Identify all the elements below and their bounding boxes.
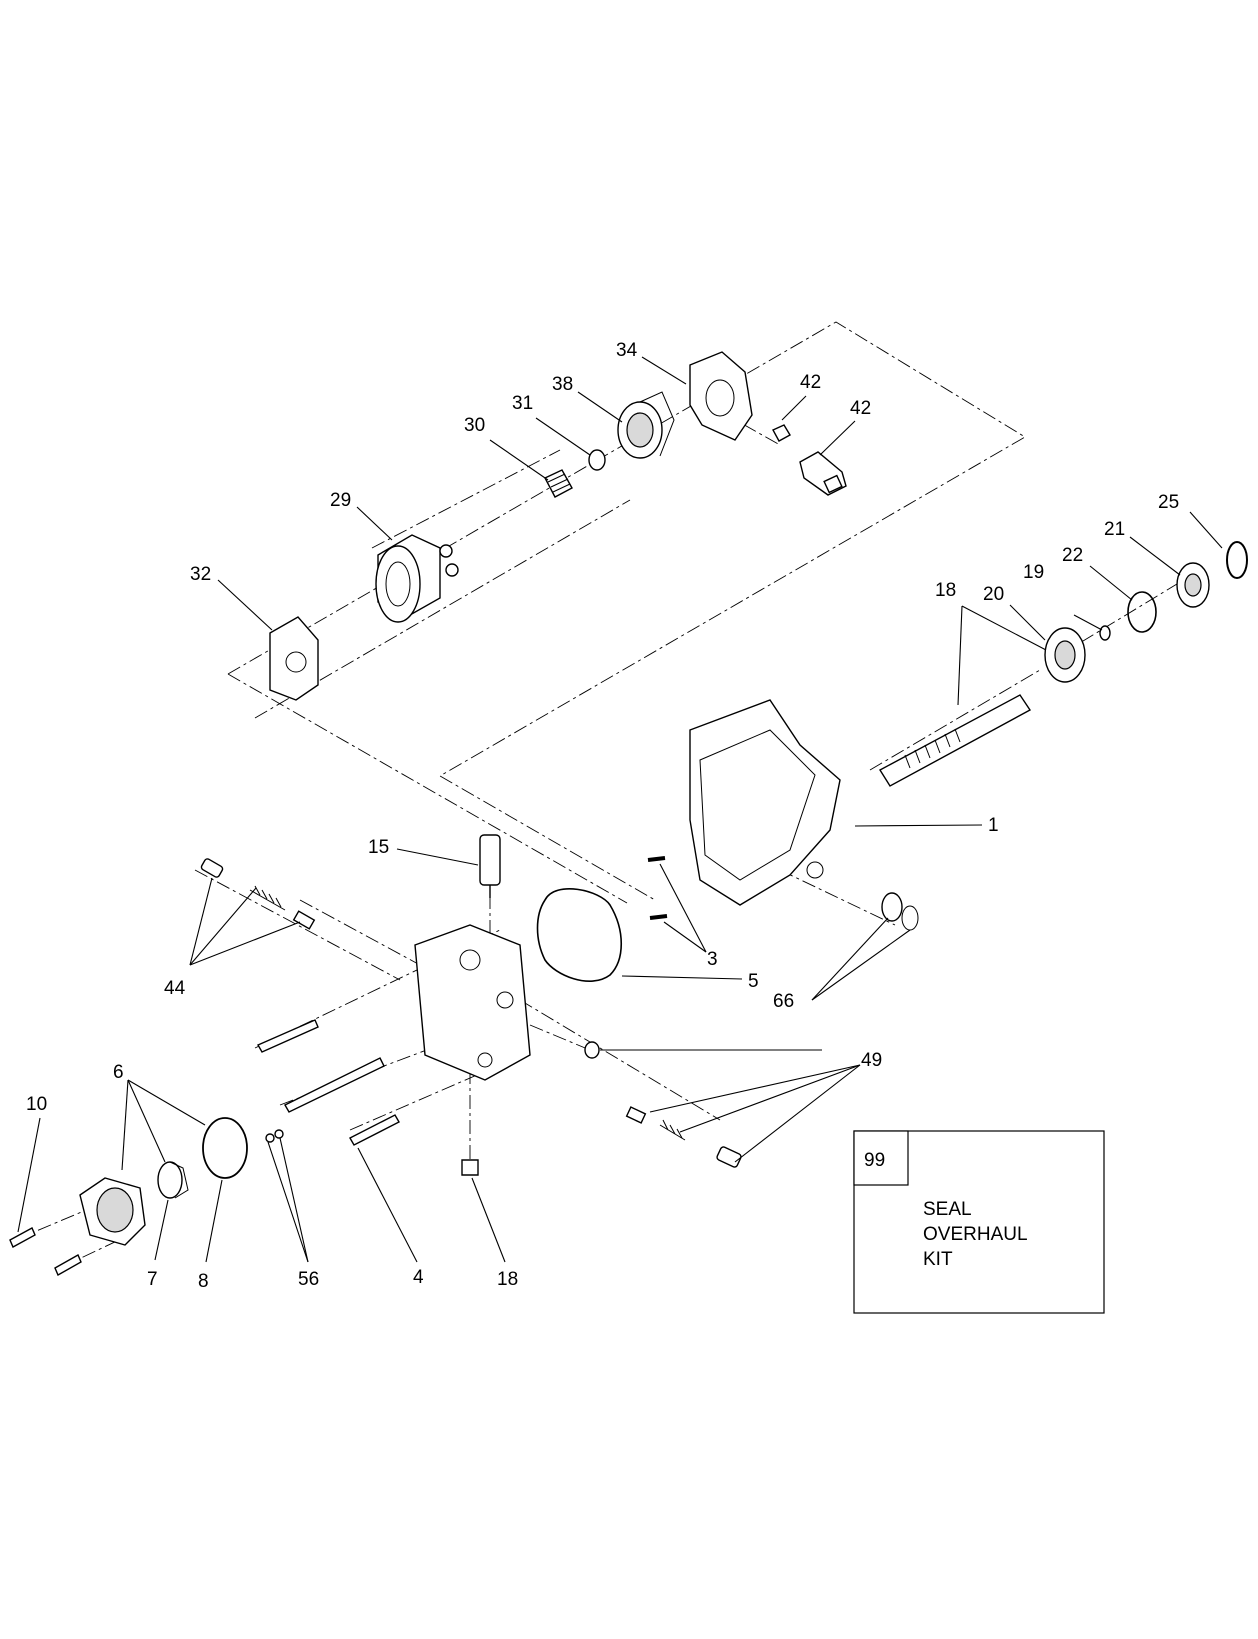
part-56-fitting xyxy=(461,1159,479,1176)
bolts xyxy=(257,1019,400,1146)
callout-21: 22 xyxy=(1062,545,1083,566)
callout-44: 56 xyxy=(298,1269,319,1290)
callout-19: 20 xyxy=(983,584,1004,605)
callout-1: 1 xyxy=(988,815,999,836)
part-34-bearing xyxy=(617,391,675,459)
assembly-phantom-lines xyxy=(14,321,1201,1269)
part-42-relief-valve-lower xyxy=(625,1106,742,1168)
part-7-charge-pump-rotor xyxy=(157,1161,189,1199)
callout-42-lower: 49 xyxy=(861,1050,882,1071)
callout-18-shaft: 18 xyxy=(935,580,956,601)
seal-overhaul-kit-box: 99 SEAL OVERHAUL KIT xyxy=(853,1130,1105,1314)
part-5-gasket xyxy=(536,888,622,983)
callout-10: 10 xyxy=(26,1094,47,1115)
part-29-spring xyxy=(544,469,573,498)
callout-30: 31 xyxy=(512,393,533,414)
leader-lines xyxy=(17,356,1223,1263)
callout-42-upper: 44 xyxy=(164,978,186,999)
kit-line-3: KIT xyxy=(923,1249,953,1270)
kit-number: 99 xyxy=(864,1150,885,1171)
callout-29: 30 xyxy=(464,415,485,436)
callout-38: 42 xyxy=(800,372,821,393)
kit-line-1: SEAL xyxy=(923,1199,972,1220)
part-19-bearing xyxy=(1044,627,1086,683)
part-25-cylinder-block xyxy=(375,534,459,623)
callout-34: 38 xyxy=(552,374,573,395)
callout-56: 18 xyxy=(497,1269,518,1290)
part-8-o-ring xyxy=(202,1117,248,1179)
part-15-plug xyxy=(479,834,501,898)
callout-49: 66 xyxy=(773,991,794,1012)
endcap-block xyxy=(414,924,531,1081)
callout-15: 15 xyxy=(368,837,389,858)
part-6-charge-pump-cover xyxy=(79,1177,146,1246)
part-3-dowel-pins xyxy=(647,856,668,920)
callout-31: 32 xyxy=(190,564,211,585)
callout-22: 25 xyxy=(1158,492,1179,513)
part-21-ring xyxy=(1127,591,1157,633)
callout-18-ring: 19 xyxy=(1023,562,1044,583)
part-30-washer xyxy=(588,449,606,471)
callout-labels: 34 38 42 31 42 30 29 25 21 22 19 32 20 1… xyxy=(26,340,1179,1292)
callout-32: 34 xyxy=(616,340,638,361)
part-20-bearing xyxy=(1176,562,1210,608)
part-66-plug xyxy=(584,1041,600,1059)
callout-37: 42 xyxy=(850,398,871,419)
callout-4: 4 xyxy=(413,1267,424,1288)
callout-25: 29 xyxy=(330,490,351,511)
callout-3: 3 xyxy=(707,949,718,970)
part-1-pump-housing xyxy=(689,699,841,906)
part-10-cap-screws xyxy=(9,1227,82,1276)
part-49-seal xyxy=(881,892,919,931)
part-42-relief-valve-upper xyxy=(200,858,316,930)
part-38-insert xyxy=(772,424,791,442)
callout-8: 8 xyxy=(198,1271,209,1292)
part-44-check-balls xyxy=(265,1129,284,1143)
callout-7: 7 xyxy=(147,1269,158,1290)
kit-line-2: OVERHAUL xyxy=(923,1224,1028,1245)
part-37-trunnion-shaft xyxy=(799,451,847,496)
callout-20: 21 xyxy=(1104,519,1125,540)
callout-5: 5 xyxy=(748,971,759,992)
part-32-swashplate-housing xyxy=(689,351,753,441)
callout-6: 6 xyxy=(113,1062,124,1083)
part-22-retaining-ring xyxy=(1226,541,1248,579)
part-18-ring xyxy=(1099,625,1111,641)
part-18-input-shaft xyxy=(879,694,1032,787)
part-31-valve-plate xyxy=(269,616,319,701)
